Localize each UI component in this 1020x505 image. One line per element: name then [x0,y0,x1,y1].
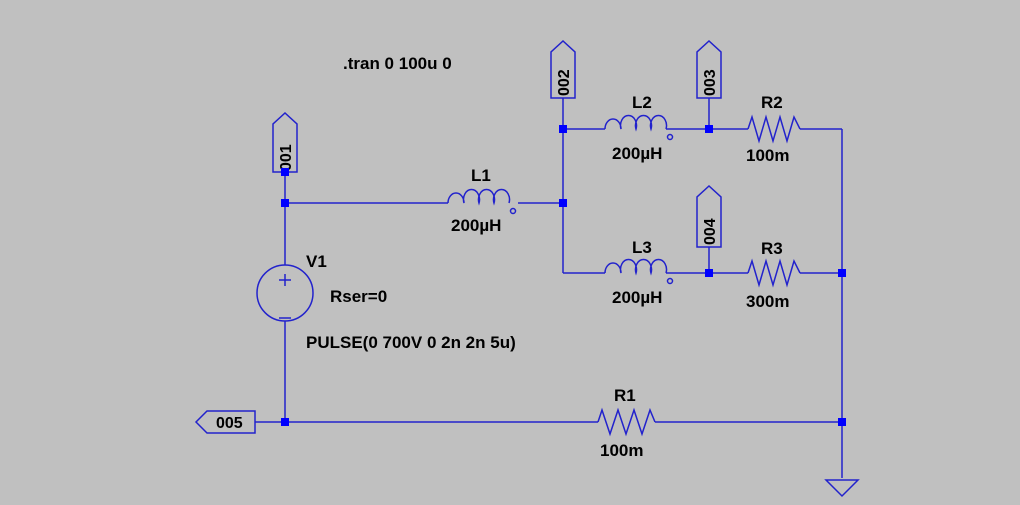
net-flag-004-shape [696,184,722,248]
net-label-005: 005 [216,415,243,432]
l3-value-label: 200µH [612,288,662,307]
r1-value-label: 100m [600,441,643,460]
inductor-l2-phase-dot [666,133,674,141]
l2-name-label: L2 [632,93,652,112]
net-flag-004[interactable]: 004 [696,184,722,248]
v1-rser-label: Rser=0 [330,287,387,306]
inductor-l2[interactable] [604,114,678,141]
inductor-l3[interactable] [604,258,678,285]
inductor-l1[interactable] [447,188,517,215]
junction-dot [838,418,846,426]
inductor-l1-coil [447,188,511,206]
voltage-source-body [256,264,314,322]
net-label-004: 004 [702,218,719,245]
junction-dot [281,168,289,176]
junction-dot [281,199,289,207]
net-label-001: 001 [278,144,295,171]
net-flag-002-shape [550,39,576,99]
resistor-r2[interactable] [747,114,801,144]
r2-value-label: 100m [746,146,789,165]
net-label-003: 003 [702,69,719,96]
r1-name-label: R1 [614,386,636,405]
r3-name-label: R3 [761,239,783,258]
net-flag-005-shape [194,410,256,434]
net-flag-003[interactable]: 003 [696,39,722,99]
junction-dot [705,125,713,133]
junction-dot [559,125,567,133]
resistor-r1-zigzag [597,407,656,437]
resistor-r1[interactable] [597,407,656,437]
net-flag-005[interactable]: 005 [194,410,256,434]
inductor-l3-phase-dot [666,277,674,285]
simulation-directive[interactable]: .tran 0 100u 0 [343,54,452,73]
junction-dot [281,418,289,426]
ground-symbol[interactable] [824,479,860,498]
junction-dot [838,269,846,277]
net-flag-001[interactable]: 001 [272,111,298,173]
l3-name-label: L3 [632,238,652,257]
inductor-l2-coil [604,114,668,132]
junction-dot [559,199,567,207]
net-label-002: 002 [556,69,573,96]
voltage-source-v1[interactable] [256,264,314,322]
l2-value-label: 200µH [612,144,662,163]
net-flag-002[interactable]: 002 [550,39,576,99]
inductor-l1-phase-dot [509,207,517,215]
ground-icon [824,479,860,498]
r2-name-label: R2 [761,93,783,112]
l1-name-label: L1 [471,166,491,185]
net-flag-003-shape [696,39,722,99]
resistor-r2-zigzag [747,114,801,144]
r3-value-label: 300m [746,292,789,311]
resistor-r3[interactable] [747,258,801,288]
resistor-r3-zigzag [747,258,801,288]
junction-dot [705,269,713,277]
l1-value-label: 200µH [451,216,501,235]
net-flag-001-shape [272,111,298,173]
v1-name-label: V1 [306,252,327,271]
junctions [281,125,846,426]
v1-value-label: PULSE(0 700V 0 2n 2n 5u) [306,333,516,352]
inductor-l3-coil [604,258,668,276]
